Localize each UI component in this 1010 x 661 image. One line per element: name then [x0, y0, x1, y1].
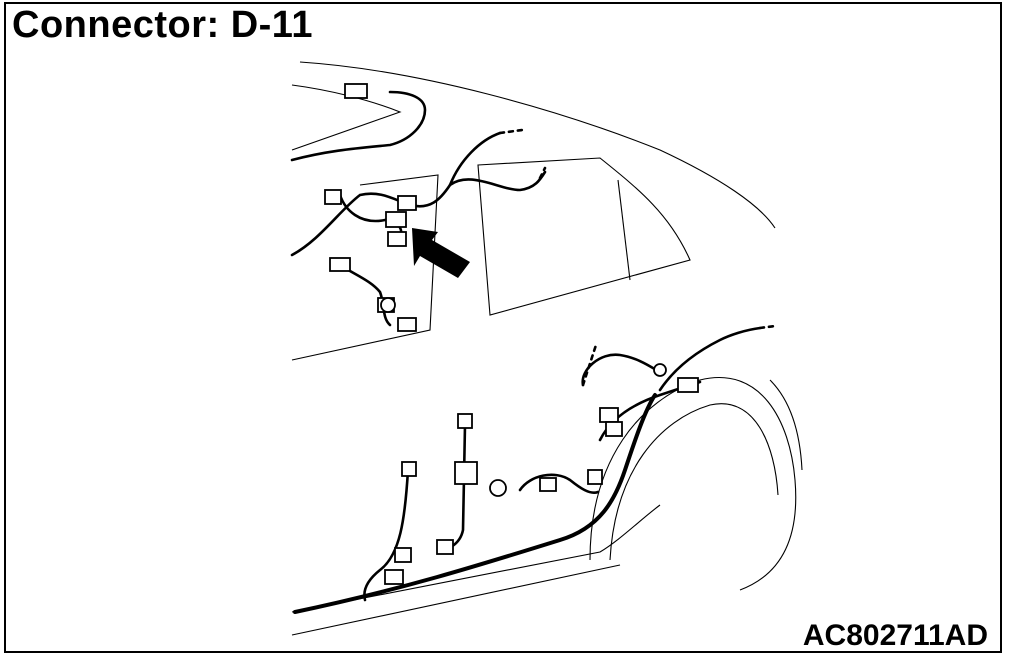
upper-harness-dashed-2 — [538, 166, 547, 180]
connector-lower-6 — [384, 569, 404, 585]
lower-harness-top-loop — [581, 353, 662, 387]
diagram-title: Connector: D-11 — [12, 4, 313, 46]
figure-code: AC802711AD — [802, 619, 988, 652]
rocker-panel — [291, 504, 661, 613]
quarter-window-pillar — [617, 179, 631, 281]
upper-harness-roof — [290, 90, 427, 162]
roof-line — [299, 61, 776, 229]
connector-upper-1 — [324, 189, 342, 205]
lower-harness-left-branch — [363, 468, 410, 602]
indicator-arrow — [412, 228, 470, 278]
connector-upper-4 — [329, 257, 351, 272]
upper-harness-riser — [448, 131, 502, 187]
sill-lower — [291, 564, 621, 636]
lower-harness-mid-branch — [438, 423, 467, 551]
connector-upper-2 — [397, 195, 417, 211]
ground-terminal — [653, 363, 667, 377]
upper-harness-lower — [333, 260, 392, 327]
upper-harness-main — [290, 170, 547, 257]
connector-lower-9 — [599, 407, 619, 423]
connector-d11 — [385, 211, 407, 228]
connector-lower-5 — [394, 547, 412, 563]
wheel-arch — [589, 377, 797, 591]
connector-lower-7 — [539, 477, 557, 492]
lower-harness-dashed — [581, 343, 598, 387]
lower-harness-arch — [658, 326, 762, 392]
connector-lower-4 — [436, 539, 454, 555]
diagram-frame — [4, 2, 1002, 653]
connector-lower-2 — [457, 413, 473, 429]
quarter-window — [477, 157, 691, 316]
upper-harness-dashed — [498, 128, 524, 135]
connector-roof — [344, 83, 368, 99]
connector-lower-11 — [677, 377, 699, 393]
connector-upper-3 — [387, 231, 407, 247]
grommet-upper — [380, 297, 396, 313]
wheel-well-edge — [769, 379, 803, 471]
connector-lower-10 — [605, 421, 623, 437]
lower-harness-dashed-2 — [758, 324, 777, 330]
lower-harness-loop — [518, 473, 600, 494]
connector-upper-6 — [397, 317, 417, 332]
connector-lower-8 — [587, 469, 603, 485]
upper-harness-branch — [338, 193, 403, 242]
connector-lower-1 — [401, 461, 417, 477]
wheel-arch-inner — [609, 403, 779, 561]
grommet-lower — [489, 479, 507, 497]
connector-lower-3 — [454, 461, 478, 485]
lower-harness-main — [293, 393, 657, 614]
